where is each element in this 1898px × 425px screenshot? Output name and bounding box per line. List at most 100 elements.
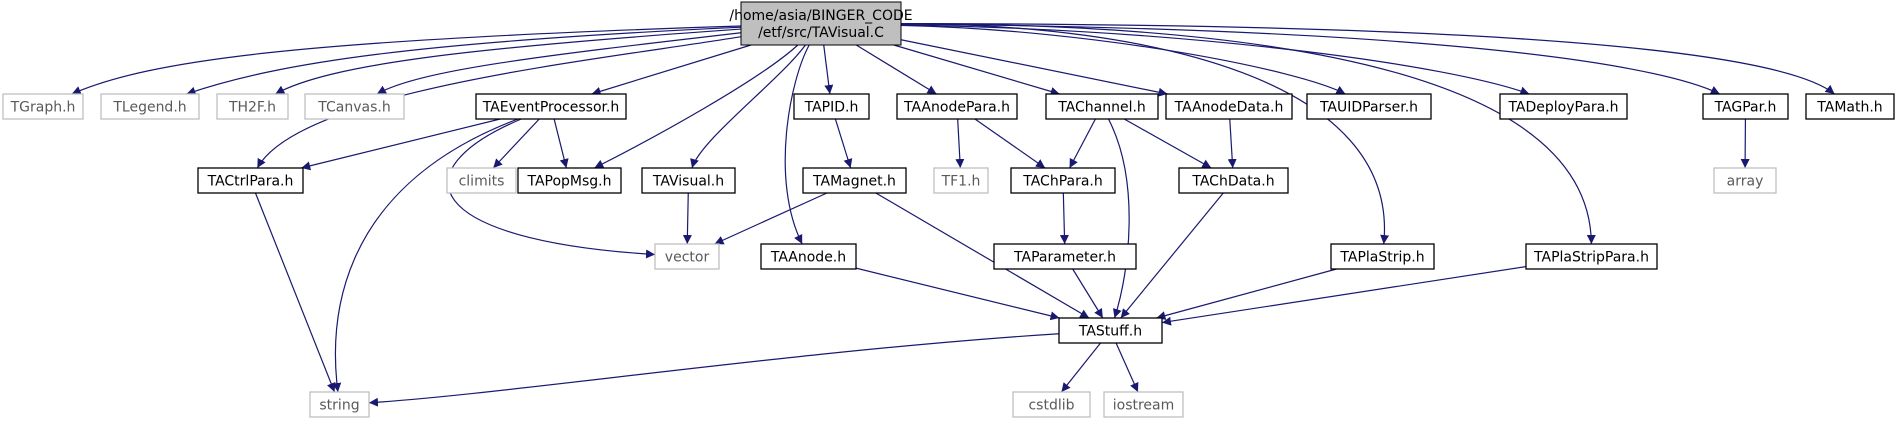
node-TAPID[interactable]: TAPID.h: [793, 93, 870, 120]
node-label-TAUIDParser: TAUIDParser.h: [1319, 100, 1418, 116]
edge-TAPlaStrip-to-TAStuff: [1156, 268, 1337, 320]
node-TAUIDParser[interactable]: TAUIDParser.h: [1306, 93, 1432, 120]
edge-TACtrlPara-to-string: [254, 192, 336, 393]
node-box-TAAnode: [760, 243, 857, 270]
node-climits[interactable]: climits: [446, 167, 517, 194]
node-box-TAGPar: [1702, 93, 1789, 120]
node-vector[interactable]: vector: [654, 243, 720, 270]
node-label-climits: climits: [459, 174, 505, 190]
edge-TAAnodePara-to-TF1: [955, 118, 965, 169]
edge-root-to-TH2F: [275, 28, 742, 95]
node-cstdlib[interactable]: cstdlib: [1012, 391, 1091, 418]
node-TF1[interactable]: TF1.h: [933, 167, 989, 194]
node-TAAnodePara[interactable]: TAAnodePara.h: [896, 93, 1018, 120]
node-box-TLegend: [100, 93, 200, 120]
node-TAStuff[interactable]: TAStuff.h: [1058, 317, 1163, 344]
node-TCanvas[interactable]: TCanvas.h: [304, 93, 405, 120]
edge-TAEventProcessor-to-climits: [492, 118, 540, 169]
node-TAEventProcessor[interactable]: TAEventProcessor.h: [475, 93, 627, 120]
node-box-TAMath: [1805, 93, 1895, 120]
edge-TAMagnet-to-TAStuff: [875, 192, 1090, 319]
node-box-TAChPara: [1010, 167, 1116, 194]
node-box-TAPlaStrip: [1330, 243, 1435, 270]
edge-root-to-TAGPar: [900, 23, 1721, 95]
node-label-TAPlaStripPara: TAPlaStripPara.h: [1533, 250, 1649, 266]
node-TAChPara[interactable]: TAChPara.h: [1010, 167, 1116, 194]
node-TADeployPara[interactable]: TADeployPara.h: [1499, 93, 1628, 120]
node-label-TF1: TF1.h: [941, 174, 981, 190]
edge-TAParameter-to-TAStuff: [1072, 268, 1104, 319]
edge-TAPlaStripPara-to-TAStuff: [1161, 265, 1527, 326]
node-label-vector: vector: [665, 250, 710, 266]
edge-root-to-TACtrlPara: [256, 36, 742, 169]
node-TAGPar[interactable]: TAGPar.h: [1702, 93, 1789, 120]
node-box-TAEventProcessor: [475, 93, 627, 120]
node-label-TAMagnet: TAMagnet.h: [812, 174, 896, 190]
node-box-TACtrlPara: [197, 167, 304, 194]
node-TAVisual[interactable]: TAVisual.h: [641, 167, 736, 194]
node-label-TAPlaStrip: TAPlaStrip.h: [1339, 250, 1424, 266]
node-box-TAPlaStripPara: [1525, 243, 1658, 270]
node-TACtrlPara[interactable]: TACtrlPara.h: [197, 167, 304, 194]
node-label-TAChannel: TAChannel.h: [1057, 100, 1146, 116]
node-TAChannel[interactable]: TAChannel.h: [1045, 93, 1159, 120]
node-box-vector: [654, 243, 720, 270]
node-box-iostream: [1103, 391, 1184, 418]
node-iostream[interactable]: iostream: [1103, 391, 1184, 418]
node-label-TLegend: TLegend.h: [112, 100, 186, 116]
node-box-TAPopMsg: [517, 167, 622, 194]
node-TAParameter[interactable]: TAParameter.h: [993, 243, 1137, 270]
node-box-TAAnodePara: [896, 93, 1018, 120]
node-box-TF1: [933, 167, 989, 194]
node-box-TCanvas: [304, 93, 405, 120]
node-label-TACtrlPara: TACtrlPara.h: [207, 174, 294, 190]
node-string[interactable]: string: [309, 391, 370, 418]
node-TAMath[interactable]: TAMath.h: [1805, 93, 1895, 120]
node-TAMagnet[interactable]: TAMagnet.h: [802, 167, 907, 194]
node-label-TH2F: TH2F.h: [228, 100, 276, 116]
edge-root-to-TAPlaStrip: [900, 23, 1390, 245]
edge-root-to-TAVisual: [690, 44, 806, 169]
node-box-TADeployPara: [1499, 93, 1628, 120]
edge-TAEventProcessor-to-TACtrlPara: [301, 118, 501, 171]
node-TAPlaStripPara[interactable]: TAPlaStripPara.h: [1525, 243, 1658, 270]
node-array[interactable]: array: [1713, 167, 1777, 194]
node-TAAnode[interactable]: TAAnode.h: [760, 243, 857, 270]
node-TH2F[interactable]: TH2F.h: [216, 93, 289, 120]
node-box-string: [309, 391, 370, 418]
node-TLegend[interactable]: TLegend.h: [100, 93, 200, 120]
edge-root-to-TAEventProcessor: [591, 44, 752, 96]
node-label-TAVisual: TAVisual.h: [652, 174, 724, 190]
edge-root-to-TLegend: [186, 26, 742, 96]
node-label-TAAnodeData: TAAnodeData.h: [1174, 100, 1284, 116]
node-label-iostream: iostream: [1113, 398, 1175, 414]
edge-TAPID-to-TAMagnet: [834, 118, 853, 169]
edge-TAStuff-to-iostream: [1115, 342, 1139, 393]
node-label-TAParameter: TAParameter.h: [1013, 250, 1116, 266]
node-label-TAChData: TAChData.h: [1191, 174, 1274, 190]
edge-TAStuff-to-cstdlib: [1061, 342, 1101, 393]
edge-root-to-TAAnodeData: [900, 39, 1168, 97]
edge-root-to-TAAnodePara: [855, 44, 937, 95]
node-box-TAParameter: [993, 243, 1137, 270]
node-box-TGraph: [2, 93, 84, 120]
node-box-cstdlib: [1012, 391, 1091, 418]
node-TAAnodeData[interactable]: TAAnodeData.h: [1165, 93, 1293, 120]
node-label-TGraph: TGraph.h: [10, 100, 76, 116]
edge-TAVisual-to-vector: [682, 192, 692, 245]
node-label-string: string: [319, 398, 359, 414]
node-TGraph[interactable]: TGraph.h: [2, 93, 84, 120]
node-TAPopMsg[interactable]: TAPopMsg.h: [517, 167, 622, 194]
nodes-layer: /home/asia/BINGER_CODE/etf/src/TAVisual.…: [2, 1, 1895, 418]
node-box-array: [1713, 167, 1777, 194]
edge-TAAnode-to-TAStuff: [855, 267, 1060, 321]
node-box-TAAnodeData: [1165, 93, 1293, 120]
edge-TAChannel-to-TAStuff: [1107, 118, 1130, 319]
edge-TAEventProcessor-to-TAPopMsg: [553, 118, 569, 169]
node-root[interactable]: /home/asia/BINGER_CODE/etf/src/TAVisual.…: [729, 1, 913, 46]
node-TAPlaStrip[interactable]: TAPlaStrip.h: [1330, 243, 1435, 270]
edge-root-to-TAPID: [823, 44, 834, 95]
node-TAChData[interactable]: TAChData.h: [1178, 167, 1289, 194]
edge-TAAnodePara-to-TAChPara: [974, 118, 1046, 169]
